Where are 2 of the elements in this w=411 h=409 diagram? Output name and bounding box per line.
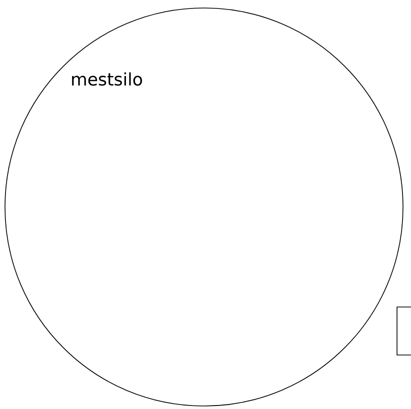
- silo-circle: [4, 8, 404, 406]
- silo-label: mestsilo: [72, 72, 142, 86]
